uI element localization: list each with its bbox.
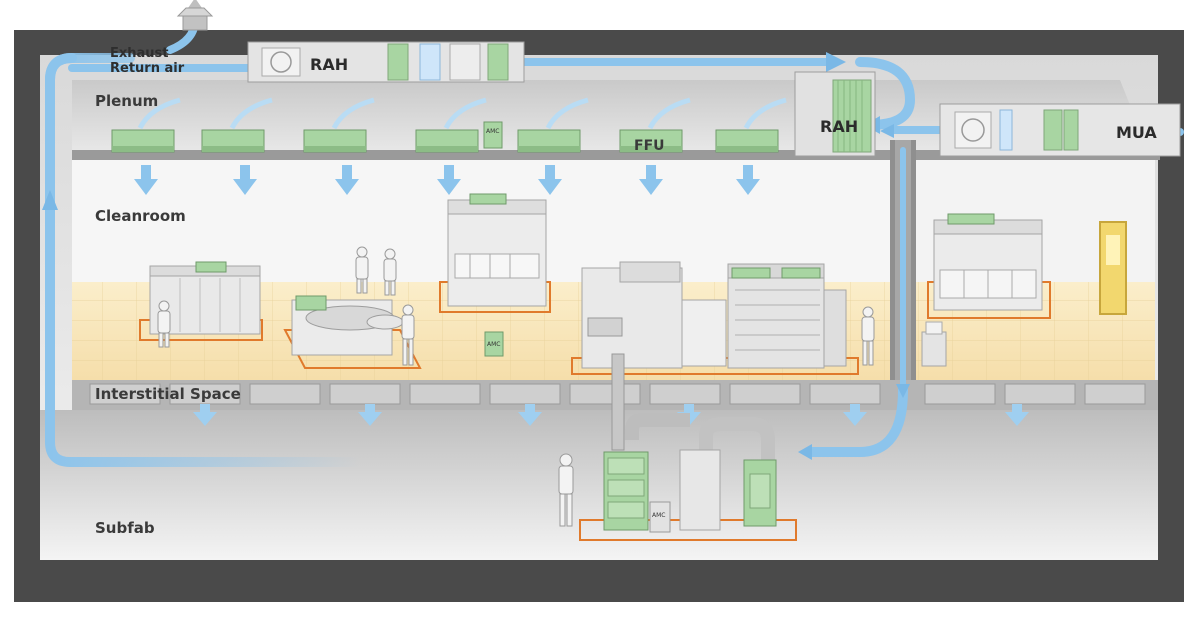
cleanroom-downflow (134, 165, 760, 195)
interstitial-label: Interstitial Space (95, 385, 241, 403)
mua-label: MUA (1116, 123, 1157, 142)
tool-right-room (927, 213, 1051, 319)
exhaust-stack (176, 7, 214, 31)
technician (861, 306, 875, 366)
exhaust-label: Exhaust (110, 46, 169, 61)
technician (157, 300, 171, 348)
amc-sensor-plenum: AMC (483, 121, 503, 149)
plenum-airflow (137, 97, 787, 130)
subfab-equipment: AMC (579, 353, 797, 541)
subfab-zone (40, 410, 1158, 560)
technician (355, 246, 369, 294)
ffu-label: FFU (634, 138, 665, 154)
svg-text:AMC: AMC (652, 512, 665, 519)
svg-text:AMC: AMC (486, 128, 499, 135)
mua-unit (939, 103, 1181, 157)
tool-litho (571, 261, 859, 375)
arrow-left-subfab (798, 444, 812, 460)
ffu-unit (517, 129, 581, 153)
ffu-unit (715, 129, 779, 153)
technician (383, 248, 397, 296)
return-air-label: Return air (110, 61, 185, 76)
ffu-row (111, 129, 779, 153)
amc-sensor-floor: AMC (484, 331, 504, 357)
arrow-right-top (826, 52, 846, 72)
rah-top-label: RAH (310, 55, 348, 74)
arrow-left-mua (880, 124, 894, 138)
technician (558, 453, 574, 527)
ffu-unit (619, 129, 683, 153)
rah-side-label: RAH (820, 117, 858, 136)
tool-center-bench (439, 193, 551, 313)
technicians (157, 246, 875, 527)
cleanroom-label: Cleanroom (95, 207, 186, 225)
ffu-unit (111, 129, 175, 153)
workstation (921, 321, 947, 367)
technician (401, 304, 415, 366)
tool-wafer-handler (283, 295, 422, 369)
ffu-unit (415, 129, 479, 153)
svg-text:AMC: AMC (487, 341, 500, 348)
ffu-unit (303, 129, 367, 153)
ffu-unit (201, 129, 265, 153)
return-air-path (45, 16, 1184, 467)
rah-side-unit (794, 71, 876, 157)
rah-top-unit (247, 41, 525, 83)
arrow-up-left (42, 190, 58, 210)
plenum-label: Plenum (95, 92, 158, 110)
arrow-down-duct (896, 384, 910, 398)
subfab-label: Subfab (95, 519, 155, 537)
